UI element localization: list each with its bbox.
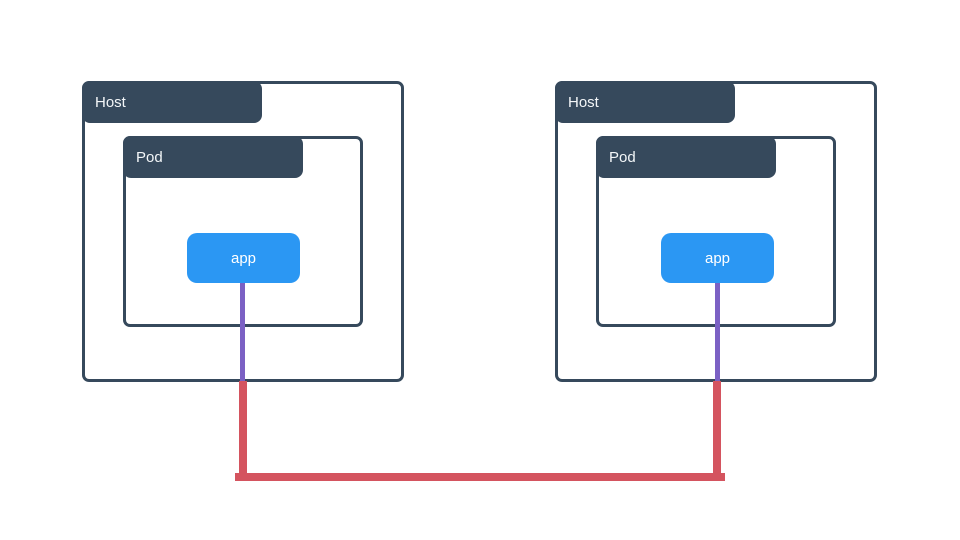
app-link-cross-host-segment xyxy=(235,473,725,481)
app-link-outside-host-segment xyxy=(713,381,721,481)
pod-label-tab: Pod xyxy=(123,136,303,178)
host-label: Host xyxy=(568,93,599,111)
pod-label: Pod xyxy=(136,148,163,166)
pod-label-tab: Pod xyxy=(596,136,776,178)
app-link-inside-host-segment xyxy=(240,283,245,382)
host-label: Host xyxy=(95,93,126,111)
app-label: app xyxy=(704,249,731,267)
app-link-inside-host-segment xyxy=(715,283,720,382)
app-node: app xyxy=(187,233,300,283)
host-label-tab: Host xyxy=(82,81,262,123)
host-label-tab: Host xyxy=(555,81,735,123)
app-node: app xyxy=(661,233,774,283)
app-label: app xyxy=(230,249,257,267)
pod-label: Pod xyxy=(609,148,636,166)
app-link-outside-host-segment xyxy=(239,381,247,481)
